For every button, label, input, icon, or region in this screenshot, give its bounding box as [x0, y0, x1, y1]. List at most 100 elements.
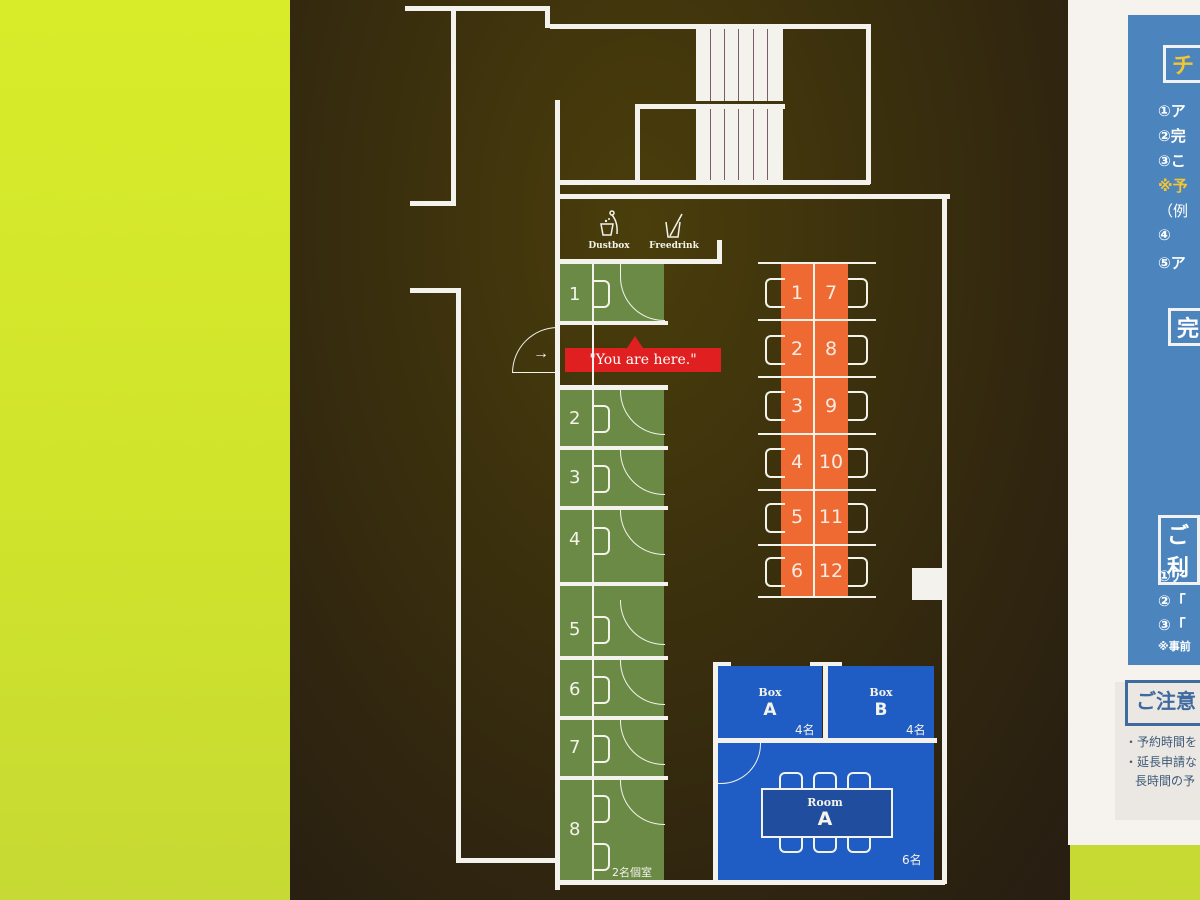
- desk-seat[interactable]: 8: [824, 338, 838, 360]
- desk-divider: [758, 596, 876, 598]
- room-a-type: Room: [807, 796, 843, 809]
- booth-wall: [560, 321, 668, 325]
- box-b-letter: B: [874, 700, 888, 720]
- desk-seat[interactable]: 5: [790, 506, 804, 528]
- poster-note: ・延長申請な: [1125, 755, 1198, 769]
- chair-icon: [765, 448, 785, 478]
- chair-icon: [765, 335, 785, 365]
- poster-heading-checkin: チ: [1163, 45, 1200, 83]
- chair-icon: [848, 503, 868, 533]
- desk-divider: [781, 489, 848, 491]
- chair-icon: [594, 465, 610, 493]
- booth-number: 2: [569, 408, 581, 429]
- desk-seat[interactable]: 3: [790, 395, 804, 417]
- wall-stair-right: [866, 24, 871, 184]
- chair-icon: [765, 503, 785, 533]
- chair-icon: [848, 557, 868, 587]
- desk-seat[interactable]: 7: [824, 282, 838, 304]
- chair-icon: [848, 391, 868, 421]
- chair-icon: [594, 843, 610, 871]
- booth-partition: [592, 264, 594, 880]
- wall-stair-top: [550, 24, 870, 29]
- booth-wall: [560, 656, 668, 660]
- booth-8-capacity: 2名個室: [612, 866, 652, 879]
- desk-seat[interactable]: 12: [818, 560, 844, 582]
- chair-icon: [594, 280, 610, 308]
- wall-left-lower: [456, 288, 461, 863]
- desk-seat[interactable]: 1: [790, 282, 804, 304]
- booth-wall: [560, 716, 668, 720]
- wall-left-upper-foot: [410, 201, 456, 206]
- room-a-letter: A: [817, 808, 833, 830]
- box-a-capacity: 4名: [795, 723, 815, 737]
- chair-icon: [813, 835, 837, 853]
- chair-icon: [847, 835, 871, 853]
- poster-step: ④: [1158, 226, 1171, 244]
- box-wall: [713, 662, 718, 884]
- box-b[interactable]: [828, 666, 934, 738]
- wall-bottom-left: [456, 858, 556, 863]
- desk-seat[interactable]: 6: [790, 560, 804, 582]
- staircase-lower: [696, 109, 783, 180]
- wall-amenity-shelf: [560, 259, 720, 264]
- floor-map-board: [290, 0, 1070, 900]
- booth-number: 1: [569, 284, 581, 305]
- wall-stair-step: [545, 6, 550, 28]
- wall-stair-bottom: [555, 180, 870, 185]
- poster-note: 長時間の予: [1135, 774, 1196, 788]
- poster-step: ②完: [1158, 127, 1186, 145]
- chair-icon: [779, 772, 803, 790]
- desk-divider: [781, 376, 848, 378]
- chair-icon: [765, 391, 785, 421]
- booth-number: 7: [569, 737, 581, 758]
- poster-step: ①ア: [1158, 102, 1186, 120]
- booth-wall: [600, 582, 668, 586]
- booth-number: 8: [569, 819, 581, 840]
- arrow-right-icon: →: [533, 345, 549, 362]
- open-desk-column-left: [781, 264, 813, 596]
- desk-divider: [758, 262, 876, 264]
- chair-icon: [594, 616, 610, 644]
- chair-icon: [594, 405, 610, 433]
- desk-seat[interactable]: 9: [824, 395, 838, 417]
- wall-corridor-right: [555, 100, 560, 890]
- box-b-type: Box: [869, 686, 893, 699]
- conference-table: [761, 788, 893, 838]
- desk-seat[interactable]: 2: [790, 338, 804, 360]
- box-wall: [823, 662, 828, 742]
- wall-stair-inner-v: [635, 104, 640, 184]
- wall-left-upper: [451, 6, 456, 206]
- poster-step: ②「: [1158, 592, 1186, 610]
- wall-amenity-shelf-end: [717, 240, 722, 264]
- box-b-capacity: 4名: [906, 723, 926, 737]
- dustbox-icon: [598, 210, 622, 236]
- dustbox-label: Dustbox: [588, 241, 630, 251]
- poster-heading-caution: ご注意: [1125, 680, 1200, 726]
- booth-wall: [560, 506, 668, 510]
- poster-notes-area: [1115, 682, 1200, 820]
- chair-icon: [594, 527, 610, 555]
- poster-step: ①ア: [1158, 567, 1186, 585]
- desk-seat[interactable]: 4: [790, 451, 804, 473]
- freedrink-label: Freedrink: [649, 241, 699, 251]
- chair-icon: [848, 448, 868, 478]
- poster-step: ※予: [1158, 177, 1188, 195]
- wall-stair-inner-h: [635, 104, 785, 109]
- staircase-upper: [696, 29, 783, 101]
- pillar-right: [912, 568, 942, 600]
- chair-icon: [594, 676, 610, 704]
- booth-number: 4: [569, 529, 581, 550]
- poster-step: ③こ: [1158, 152, 1186, 170]
- wall-left-lower-top: [410, 288, 460, 293]
- chair-icon: [765, 278, 785, 308]
- wall-main-top: [560, 194, 950, 199]
- poster-step: ③「: [1158, 616, 1186, 634]
- box-a-letter: A: [763, 700, 777, 720]
- box-a[interactable]: [718, 666, 822, 738]
- booth-wall: [560, 446, 668, 450]
- desk-divider: [781, 319, 848, 321]
- poster-step: ⑤ア: [1158, 254, 1186, 272]
- desk-seat[interactable]: 11: [818, 506, 844, 528]
- desk-seat[interactable]: 10: [818, 451, 844, 473]
- drink-cup-icon: [663, 212, 685, 238]
